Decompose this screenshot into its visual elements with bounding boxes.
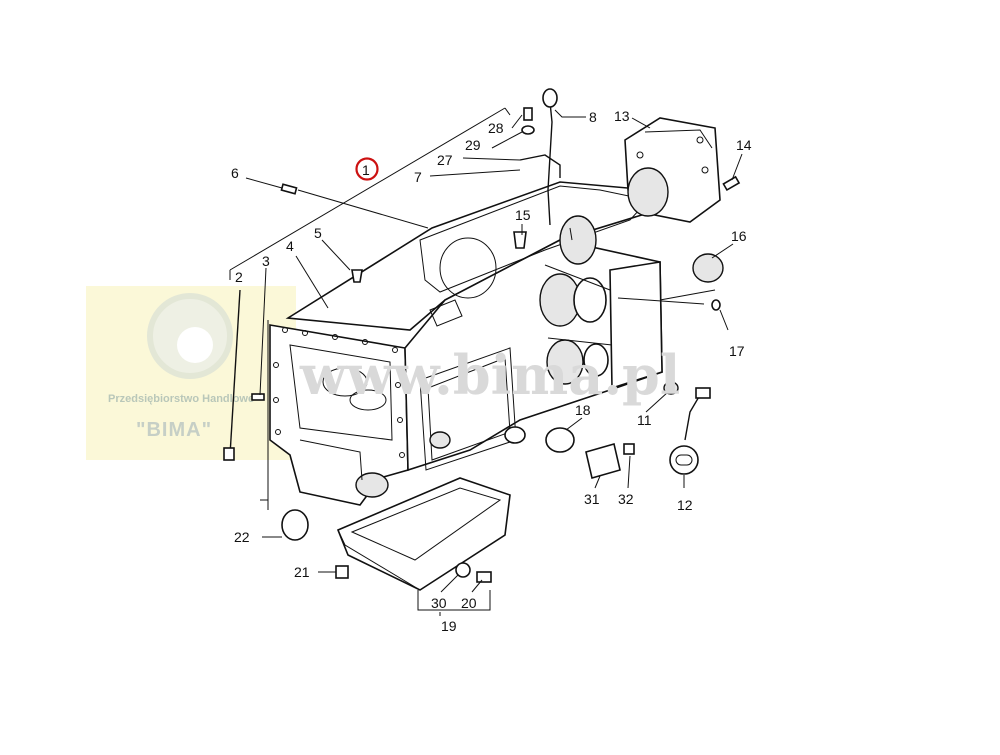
callout-32[interactable]: 32 — [618, 491, 634, 507]
callout-2[interactable]: 2 — [235, 269, 243, 285]
callout-31[interactable]: 31 — [584, 491, 600, 507]
watermark-company-line: Przedsiębiorstwo Handlowe — [108, 393, 254, 405]
pin-17 — [711, 299, 721, 311]
plate-31 — [585, 442, 621, 480]
watermark-logo: Przedsiębiorstwo Handlowe "BIMA" — [86, 286, 296, 460]
assembly-bracket — [229, 107, 511, 508]
plug-20 — [476, 571, 492, 583]
callout-4[interactable]: 4 — [286, 238, 294, 254]
rear-bore — [439, 237, 497, 299]
side-hub — [504, 426, 526, 444]
callout-12[interactable]: 12 — [677, 497, 693, 513]
oil-pan — [336, 477, 511, 591]
stud-3 — [251, 393, 265, 401]
cover-16 — [692, 253, 724, 283]
loose-parts — [223, 88, 741, 583]
bolt-21 — [335, 565, 349, 579]
callout-15[interactable]: 15 — [515, 207, 531, 223]
callout-8[interactable]: 8 — [589, 109, 597, 125]
front-spring — [355, 472, 389, 498]
callout-29[interactable]: 29 — [465, 137, 481, 153]
callout-14[interactable]: 14 — [736, 137, 752, 153]
dipstick-ring — [542, 88, 558, 108]
sensor-cable — [684, 394, 701, 441]
screw-32 — [623, 443, 635, 455]
gasket-18 — [545, 427, 575, 453]
callout-5[interactable]: 5 — [314, 225, 322, 241]
callout-27[interactable]: 27 — [437, 152, 453, 168]
top-plate — [429, 299, 463, 327]
nut-11 — [663, 381, 679, 395]
callout-22[interactable]: 22 — [234, 529, 250, 545]
rear-pto-housing — [624, 117, 721, 223]
rear-gasket-face — [419, 185, 649, 293]
callout-19[interactable]: 19 — [441, 618, 457, 634]
watermark-emblem-core — [177, 327, 213, 363]
highlight-circle — [355, 157, 379, 181]
callout-17[interactable]: 17 — [729, 343, 745, 359]
plug-5 — [351, 269, 363, 283]
callout-1[interactable]: 1 — [362, 162, 370, 178]
sensor-12 — [669, 445, 699, 475]
watermark-domain: www.bima.pl — [299, 343, 680, 407]
tube-bracket — [519, 154, 561, 178]
transmission-housing — [269, 181, 663, 506]
front-flange-opening — [289, 344, 393, 441]
dipstick — [547, 101, 553, 226]
oil-pan-body — [336, 477, 511, 591]
washer-30 — [455, 562, 471, 578]
stud-2-shaft — [229, 289, 241, 456]
callout-7[interactable]: 7 — [414, 169, 422, 185]
gear-train — [429, 215, 613, 449]
callout-30[interactable]: 30 — [431, 595, 447, 611]
upper-gear — [559, 215, 597, 265]
callout-3[interactable]: 3 — [262, 253, 270, 269]
stud-2-nut — [223, 447, 235, 461]
plug-15 — [513, 231, 527, 249]
watermark-company-name: "BIMA" — [136, 419, 212, 441]
washer-29 — [521, 125, 535, 135]
bolt-14 — [722, 175, 741, 192]
pin-6 — [280, 183, 298, 195]
callout-20[interactable]: 20 — [461, 595, 477, 611]
rear-side-plate — [609, 261, 663, 390]
leader-lines — [245, 109, 743, 593]
gasket-22 — [281, 509, 309, 541]
callout-28[interactable]: 28 — [488, 120, 504, 136]
callout-labels: 1 2 3 4 5 6 7 8 11 12 13 14 15 16 17 18 … — [231, 108, 752, 634]
pto-housing-bore — [627, 167, 669, 217]
bracket-19 — [417, 590, 491, 611]
callout-21[interactable]: 21 — [294, 564, 310, 580]
callout-6[interactable]: 6 — [231, 165, 239, 181]
bolt-28 — [523, 107, 533, 121]
callout-11[interactable]: 11 — [637, 412, 652, 428]
callout-16[interactable]: 16 — [731, 228, 747, 244]
callout-18[interactable]: 18 — [575, 402, 591, 418]
callout-13[interactable]: 13 — [614, 108, 630, 124]
